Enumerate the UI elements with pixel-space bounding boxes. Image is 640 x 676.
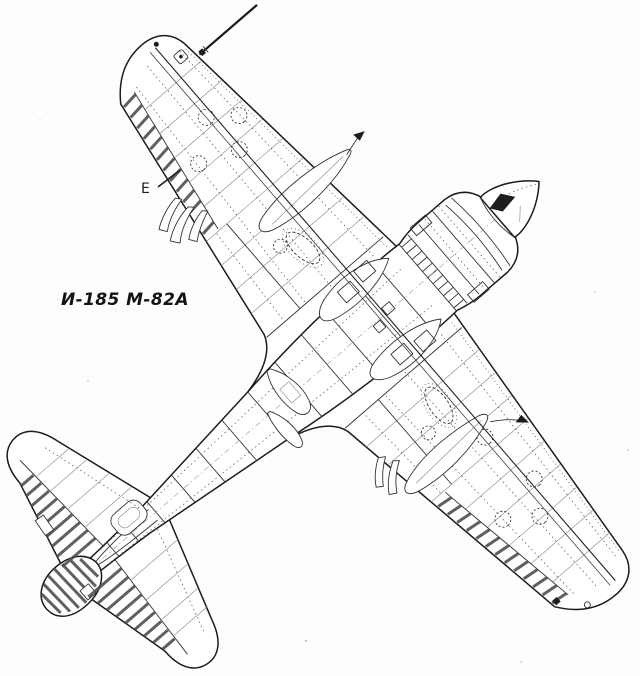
propeller-spinner: [479, 180, 540, 238]
rudder-trim-tab: [79, 583, 97, 601]
cowl-vent-left: [467, 281, 490, 303]
belly-vents: [372, 301, 396, 334]
exhaust-fairing-left: [369, 318, 442, 381]
gear-direction-arrow: [353, 131, 365, 141]
left-stabilizer: [75, 510, 219, 669]
gear-door-left: [404, 413, 530, 494]
wheel-well-right: [282, 228, 324, 268]
gear-door-right: [258, 131, 365, 233]
view-e-leader-line: [157, 169, 181, 188]
access-hatches-right-wing: [173, 49, 288, 254]
root-fillet-fairings: [266, 368, 311, 449]
rudder-rib-stripes: [40, 558, 100, 615]
right-stabilizer: [6, 430, 159, 581]
wheel-well-left: [420, 382, 457, 428]
nav-light-left: [552, 596, 591, 609]
flap-fairing-petals-left: [374, 456, 400, 496]
exhaust-louver: [390, 342, 414, 366]
nav-light-right: [153, 41, 159, 47]
gear-direction-arrow: [515, 414, 530, 423]
propeller-blade-root: [489, 193, 516, 212]
gear-door-petals-right: [158, 197, 209, 244]
stabilizer-ribs: [35, 448, 207, 637]
exhaust-louver: [336, 280, 360, 304]
wing-spar-lines: [149, 47, 616, 586]
drawing-title: И-185 М-82А: [61, 290, 189, 310]
pitot-tube: [198, 4, 258, 57]
elevator-trim-tab: [34, 514, 55, 536]
view-e-label: E: [141, 181, 150, 197]
elevator-rib-stripes: [20, 474, 176, 651]
cowl-vent-right: [409, 214, 433, 237]
rudder: [40, 555, 103, 617]
stabilizer-details: [19, 446, 207, 655]
tailwheel-bay: [110, 499, 148, 536]
exhaust-louver: [413, 329, 437, 353]
exhaust-fairing-right: [319, 257, 390, 322]
exhaust-louver: [353, 259, 377, 283]
